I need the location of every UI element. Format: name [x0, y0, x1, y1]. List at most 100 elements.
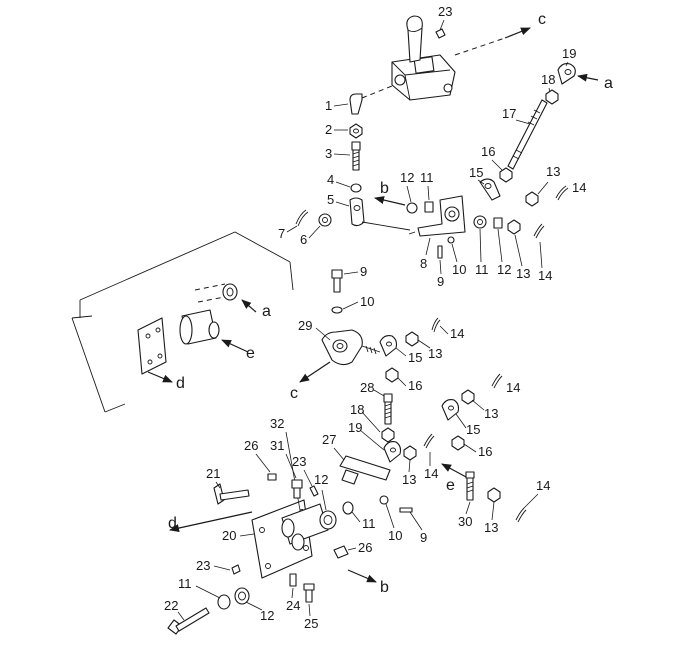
arrow-a-top [577, 73, 599, 82]
callout-18-top: 18 [541, 72, 555, 87]
bushing-12-top [406, 202, 418, 214]
bushing-12-bottom-left [234, 587, 250, 605]
arrow-label-d-left: d [176, 375, 185, 392]
rod-end-19-mid [383, 441, 402, 463]
washer-10-top [447, 236, 455, 244]
arrow-label-a-top: a [604, 75, 613, 92]
arrow-e-left [221, 339, 249, 353]
cotter-pin-14-right [491, 373, 503, 389]
callout-21: 21 [206, 466, 220, 481]
callout-14-top-a: 14 [572, 180, 586, 195]
callout-15-mid: 15 [408, 350, 422, 365]
rod-end-15-bottom [441, 399, 460, 421]
callout-19-mid: 19 [348, 420, 362, 435]
callout-30: 30 [458, 514, 472, 529]
callout-6: 6 [300, 232, 307, 247]
callout-12-bottom-left: 12 [260, 608, 274, 623]
callout-13-bottom-a: 13 [402, 472, 416, 487]
nut-16-bottom [451, 435, 465, 451]
callout-11-bottom-left: 11 [178, 576, 192, 591]
arrow-d-bottom [169, 511, 253, 532]
bracket-plate-d [137, 317, 167, 375]
rod-end-19-top [557, 63, 576, 85]
callout-12-top: 12 [400, 170, 414, 185]
bolt-22 [167, 607, 210, 635]
callout-16-mid: 16 [408, 378, 422, 393]
callout-24: 24 [286, 598, 300, 613]
callout-16-bottom: 16 [478, 444, 492, 459]
nut-13-mid [405, 331, 419, 347]
bushing-11-bottom-left [217, 594, 231, 610]
bolt-30 [465, 471, 475, 501]
cylinder-a [194, 283, 238, 303]
arrow-b-top [374, 196, 406, 206]
lever-29 [321, 329, 381, 366]
callout-28: 28 [360, 380, 374, 395]
pin-26-bottom [333, 545, 349, 559]
bushing-12-bottom [319, 510, 337, 530]
callout-23-top: 23 [438, 4, 452, 19]
arrow-label-b-top: b [380, 180, 389, 197]
callout-1: 1 [325, 98, 332, 113]
arrow-c-mid [299, 361, 331, 383]
callout-13-row: 13 [516, 266, 530, 281]
shaft-housing [281, 503, 329, 551]
cotter-pin-14-row [533, 223, 545, 239]
lever-5 [349, 197, 411, 231]
callout-16-top: 16 [481, 144, 495, 159]
nut-13-top-a [525, 191, 539, 207]
bolt-28 [383, 393, 393, 425]
arrow-c-top [504, 27, 531, 39]
cotter-pin-7 [295, 209, 309, 227]
callout-22: 22 [164, 598, 178, 613]
callout-12-row: 12 [497, 262, 511, 277]
washer-4 [350, 183, 362, 193]
mounting-panel [71, 231, 294, 413]
callout-18-mid: 18 [350, 402, 364, 417]
bolt-3 [351, 141, 361, 171]
arrow-b-bottom [347, 569, 377, 583]
callout-11-row: 11 [475, 262, 489, 277]
callout-25: 25 [304, 616, 318, 631]
callout-11-top: 11 [420, 170, 434, 185]
callout-10-bottom: 10 [388, 528, 402, 543]
bolt-21 [213, 483, 250, 505]
nut-18-top [545, 89, 559, 105]
cylinder-e [179, 309, 220, 345]
pin-23-top [435, 28, 446, 39]
callout-23-mid: 23 [292, 454, 306, 469]
bushing-12-row [493, 217, 503, 229]
cotter-pin-14-mid [431, 317, 441, 333]
nut-2 [349, 123, 363, 139]
nut-13-bottom-a [403, 445, 417, 461]
pin-24 [289, 573, 297, 587]
bushing-11-bottom [342, 501, 354, 515]
callout-14-bottom-a: 14 [424, 466, 438, 481]
nut-13-row [507, 219, 521, 235]
callout-10-top: 10 [452, 262, 466, 277]
callout-10-mid: 10 [360, 294, 374, 309]
arrow-d-left [147, 371, 173, 383]
nut-16-mid [385, 367, 399, 383]
callout-17: 17 [502, 106, 516, 121]
bracket-8 [408, 195, 466, 237]
callout-15-top: 15 [469, 165, 483, 180]
arrow-a-mid [241, 299, 257, 313]
nut-13-right [461, 389, 475, 405]
callout-14-right: 14 [506, 380, 520, 395]
callout-20: 20 [222, 528, 236, 543]
callout-2: 2 [325, 122, 332, 137]
arrow-label-c-mid: c [290, 385, 298, 402]
callout-9-bottom: 9 [420, 530, 427, 545]
pin-23-bottom [231, 564, 241, 575]
arrow-label-b-bottom: b [380, 579, 389, 596]
callout-23-bottom: 23 [196, 558, 210, 573]
bushing-11-row [473, 215, 487, 229]
arrow-label-c-top: c [538, 11, 546, 28]
bolt-31 [291, 479, 303, 499]
callout-26-bottom: 26 [358, 540, 372, 555]
callout-13-top-a: 13 [546, 164, 560, 179]
pin-23-mid [309, 485, 319, 497]
rod-17 [507, 99, 548, 170]
